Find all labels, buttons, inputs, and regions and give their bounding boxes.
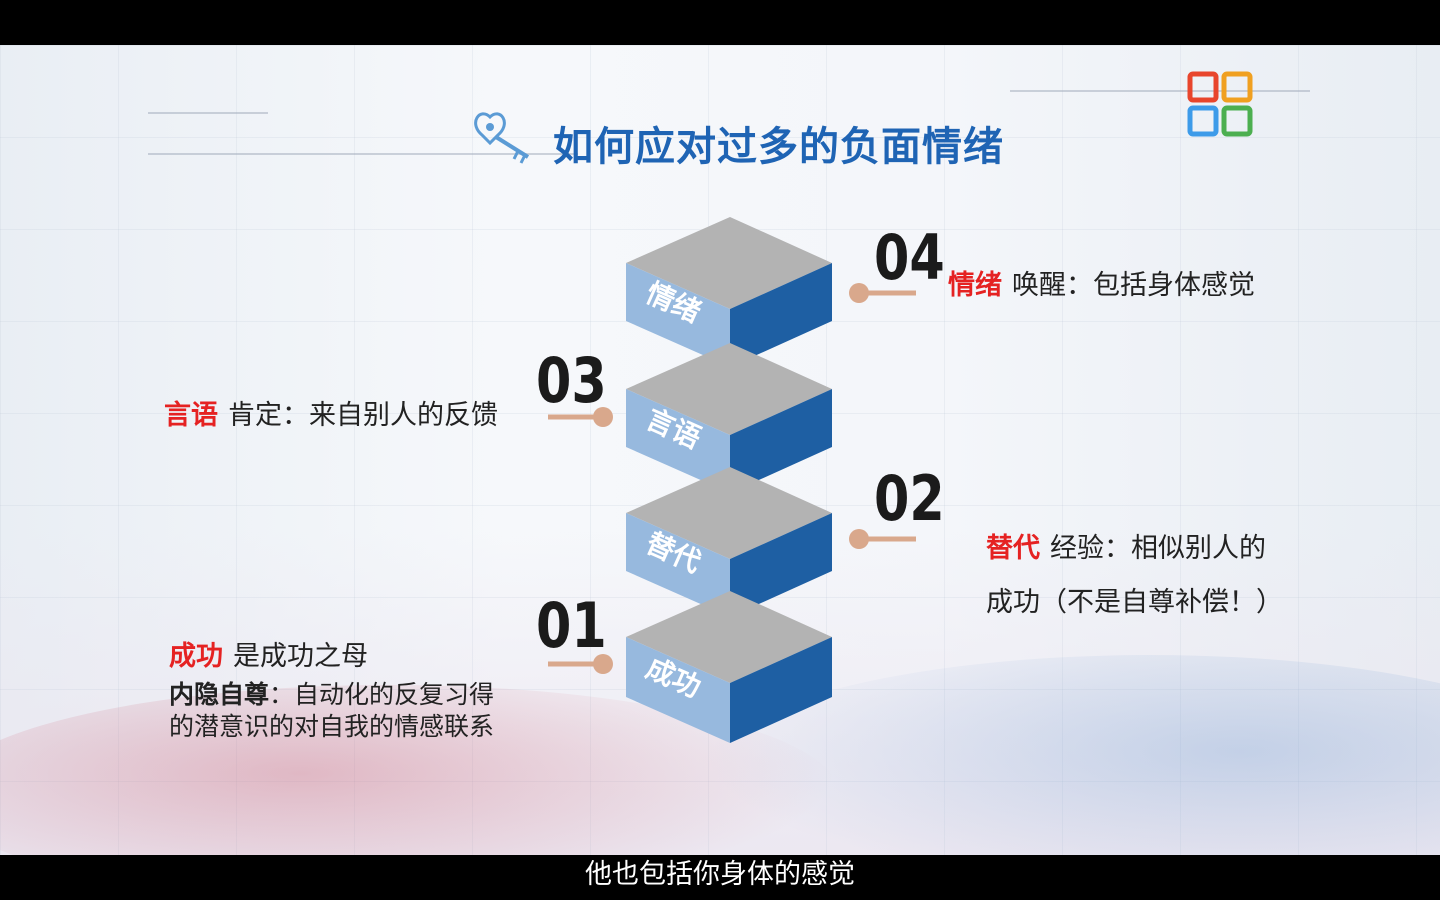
connector-01	[548, 654, 613, 674]
step-detail-line1-01: ：自动化的反复习得	[269, 680, 495, 709]
step-highlight-01: 成功	[169, 641, 223, 672]
connector-02	[849, 529, 916, 549]
cube-3	[626, 343, 832, 493]
cube-4	[626, 217, 832, 367]
key-icon	[474, 112, 530, 164]
step-detail-bold-01: 内隐自尊	[169, 680, 270, 709]
step-desc-03: 言语肯定：来自别人的反馈	[164, 398, 498, 434]
step-text-02-line2: 成功（不是自尊补偿！）	[986, 587, 1283, 618]
step-text-02: 经验：相似别人的	[1050, 533, 1266, 564]
logo-icon	[1187, 71, 1253, 137]
step-number-04: 04	[874, 221, 945, 294]
cube-1	[626, 591, 832, 743]
step-desc-01: 成功是成功之母 内隐自尊：自动化的反复习得 的潜意识的对自我的情感联系	[169, 639, 494, 743]
step-highlight-03: 言语	[164, 400, 218, 431]
step-desc-02: 替代经验：相似别人的 成功（不是自尊补偿！）	[986, 531, 1283, 621]
step-number-02: 02	[874, 462, 945, 535]
cube-2	[626, 467, 832, 617]
step-text-03: 肯定：来自别人的反馈	[228, 400, 498, 431]
connector-04	[849, 283, 916, 303]
step-desc-04: 情绪唤醒：包括身体感觉	[948, 268, 1255, 304]
step-text-01: 是成功之母	[233, 641, 368, 672]
slide: 如何应对过多的负面情绪 情绪 言语 替代 成	[0, 45, 1440, 855]
step-highlight-02: 替代	[986, 533, 1040, 564]
video-bottom-letterbox	[0, 855, 1440, 900]
connector-03	[548, 407, 613, 427]
video-top-letterbox	[0, 0, 1440, 45]
step-number-03: 03	[536, 344, 607, 417]
decor-line	[148, 112, 268, 114]
step-detail-line2-01: 的潜意识的对自我的情感联系	[169, 712, 495, 741]
slide-title: 如何应对过多的负面情绪	[553, 124, 1004, 170]
video-subtitle: 他也包括你身体的感觉	[585, 859, 855, 890]
step-number-01: 01	[536, 589, 607, 662]
step-text-04: 唤醒：包括身体感觉	[1012, 270, 1255, 301]
cube-stack: 情绪 言语 替代 成功	[548, 217, 916, 743]
decor-line	[148, 153, 578, 155]
decor-line	[1010, 90, 1310, 92]
step-highlight-04: 情绪	[948, 270, 1002, 301]
